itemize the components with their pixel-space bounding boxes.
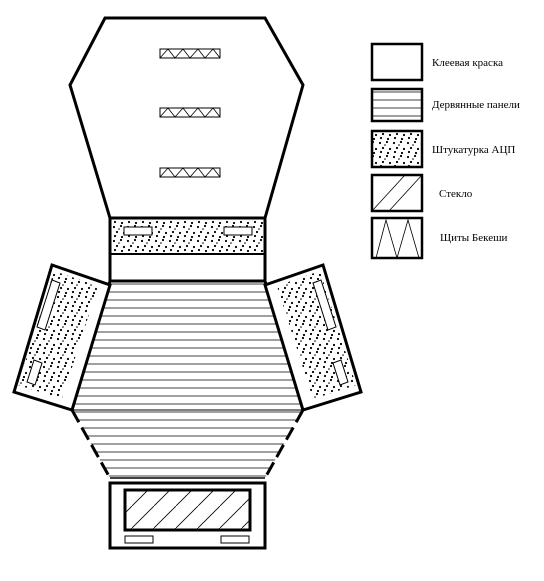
legend-swatch: [370, 173, 424, 213]
legend-item-glue-paint: Клеевая краска: [370, 42, 503, 82]
floor-panel: [70, 279, 305, 479]
legend-item-plaster: Штукатурка АЦП: [370, 129, 515, 169]
front-wall-slot: [220, 535, 250, 544]
right-wall-slot: [312, 279, 337, 331]
left-wall: [12, 263, 112, 412]
ceiling-zigzag-strip: [159, 167, 221, 178]
legend-label: Клеевая краска: [432, 57, 503, 69]
legend-label: Штукатурка АЦП: [432, 144, 515, 156]
ceiling-panel: [68, 16, 305, 220]
back-wall-slot: [123, 226, 153, 236]
legend-swatch: [370, 129, 424, 169]
legend-item-bekesh-shields: Щиты Бекеши: [370, 216, 508, 260]
legend-item-wood-panels: Дервянные панели: [370, 87, 520, 123]
ceiling-zigzag-strip: [159, 48, 221, 59]
legend-label: Щиты Бекеши: [440, 232, 508, 244]
legend-swatch: [370, 42, 424, 82]
legend-label: Стекло: [439, 188, 473, 200]
left-wall-slot: [26, 359, 43, 386]
left-wall-slot: [36, 279, 61, 331]
legend: Клеевая краска Дервянные панели Штукатур…: [370, 42, 520, 260]
legend-swatch: [370, 87, 424, 123]
ceiling-zigzag-strip: [159, 107, 221, 118]
back-wall-slot: [223, 226, 253, 236]
back-wall: [108, 216, 267, 283]
window-glass: [123, 488, 252, 532]
front-wall: [108, 481, 267, 550]
legend-swatch: [370, 216, 424, 260]
legend-item-glass: Стекло: [370, 173, 473, 213]
legend-label: Дервянные панели: [432, 99, 520, 111]
front-wall-slot: [124, 535, 154, 544]
right-wall: [263, 263, 363, 412]
right-wall-slot: [332, 359, 349, 386]
